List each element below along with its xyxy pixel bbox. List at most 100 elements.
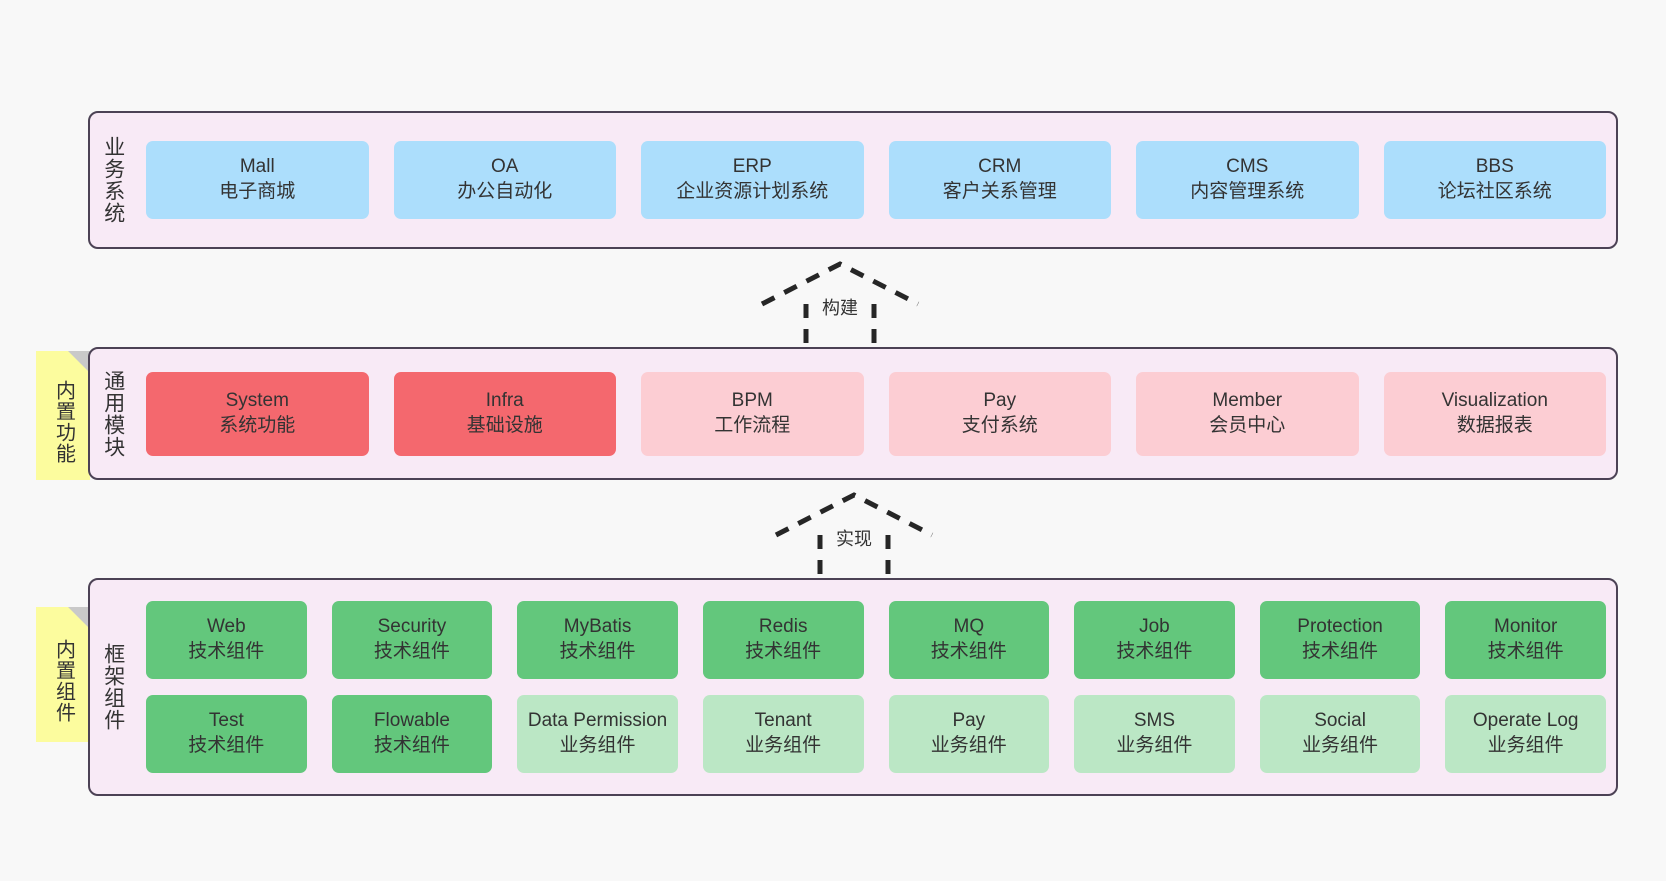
- card-subtitle: 电子商城: [219, 181, 296, 202]
- common-card-member[interactable]: Member 会员中心: [1136, 371, 1359, 456]
- framework-card-sms[interactable]: SMS 业务组件: [1074, 695, 1235, 773]
- framework-card-mybatis[interactable]: MyBatis 技术组件: [517, 601, 678, 679]
- card-subtitle: 系统功能: [219, 414, 296, 436]
- card-subtitle: 企业资源计划系统: [676, 181, 829, 202]
- business-card-crm[interactable]: CRM 客户关系管理: [888, 141, 1111, 219]
- card-subtitle: 业务组件: [930, 735, 1007, 756]
- framework-card-protection[interactable]: Protection 技术组件: [1259, 601, 1421, 679]
- card-subtitle: 支付系统: [961, 414, 1038, 436]
- card-title: Member: [1212, 389, 1283, 411]
- framework-card-data-permission[interactable]: Data Permission 业务组件: [517, 695, 678, 773]
- card-subtitle: 技术组件: [930, 641, 1007, 662]
- build-arrow-label: 构建: [822, 298, 858, 318]
- business-card-mall[interactable]: Mall 电子商城: [146, 141, 369, 219]
- framework-card-social[interactable]: Social 业务组件: [1259, 695, 1421, 773]
- card-subtitle: 论坛社区系统: [1437, 181, 1552, 202]
- business-card-bbs[interactable]: BBS 论坛社区系统: [1383, 141, 1606, 219]
- card-title: Visualization: [1441, 389, 1548, 411]
- business-system-row: Mall 电子商城 OA 办公自动化 ERP 企业资源计划系统 CRM 客户关系管理 CMS 内容…: [146, 141, 1606, 219]
- layer-common-module[interactable]: 通用模块 System 系统功能 Infra 基础设施 BPM 工作流程 Pay 支付系统 Me…: [88, 347, 1618, 480]
- common-card-bpm[interactable]: BPM 工作流程: [641, 371, 864, 456]
- layer-framework-component-title: 框架组件: [101, 643, 125, 731]
- card-title: BBS: [1475, 156, 1514, 178]
- layer-business-system[interactable]: 业务系统 Mall 电子商城 OA 办公自动化 ERP 企业资源计划系统 CRM 客户关系管理…: [88, 111, 1618, 249]
- card-title: Social: [1314, 710, 1366, 732]
- sticky-fold-corner: [68, 351, 90, 373]
- card-subtitle: 技术组件: [373, 735, 450, 756]
- card-title: ERP: [732, 156, 772, 178]
- card-title: CRM: [978, 156, 1022, 178]
- card-title: Test: [208, 710, 244, 732]
- sticky-note-builtin-component: 内置组件: [36, 607, 90, 742]
- common-card-infra[interactable]: Infra 基础设施: [393, 371, 616, 456]
- card-subtitle: 技术组件: [1302, 641, 1379, 662]
- card-title: System: [225, 389, 289, 411]
- card-subtitle: 技术组件: [373, 641, 450, 662]
- implement-arrow-label: 实现: [836, 529, 872, 549]
- card-subtitle: 业务组件: [745, 735, 822, 756]
- card-title: Web: [206, 616, 246, 638]
- card-title: Pay: [983, 389, 1017, 411]
- card-subtitle: 业务组件: [1302, 735, 1379, 756]
- business-card-cms[interactable]: CMS 内容管理系统: [1136, 141, 1359, 219]
- card-title: Monitor: [1494, 616, 1558, 638]
- card-subtitle: 技术组件: [559, 641, 636, 662]
- sticky-fold-corner: [68, 607, 90, 629]
- card-title: MyBatis: [563, 616, 632, 638]
- card-subtitle: 业务组件: [559, 735, 636, 756]
- business-system-card-row: Mall 电子商城 OA 办公自动化 ERP 企业资源计划系统 CRM 客户关系管理 CMS 内容…: [136, 113, 1616, 247]
- framework-card-redis[interactable]: Redis 技术组件: [702, 601, 864, 679]
- common-module-card-row: System 系统功能 Infra 基础设施 BPM 工作流程 Pay 支付系统 Member 会…: [136, 349, 1616, 478]
- card-subtitle: 客户关系管理: [942, 181, 1057, 202]
- common-card-pay[interactable]: Pay 支付系统: [888, 371, 1111, 456]
- card-subtitle: 基础设施: [466, 414, 543, 436]
- card-subtitle: 业务组件: [1116, 735, 1193, 756]
- card-title: Data Permission: [527, 710, 668, 732]
- card-title: Mall: [239, 156, 275, 178]
- card-title: Redis: [758, 616, 808, 638]
- framework-card-flowable[interactable]: Flowable 技术组件: [331, 695, 493, 773]
- framework-card-job[interactable]: Job 技术组件: [1074, 601, 1235, 679]
- card-subtitle: 工作流程: [714, 414, 791, 436]
- framework-card-test[interactable]: Test 技术组件: [146, 695, 307, 773]
- layer-common-module-title: 通用模块: [101, 369, 125, 458]
- card-subtitle: 技术组件: [188, 641, 265, 662]
- framework-card-web[interactable]: Web 技术组件: [146, 601, 307, 679]
- card-title: Pay: [952, 710, 986, 732]
- card-title: Flowable: [373, 710, 450, 732]
- card-title: SMS: [1133, 710, 1176, 732]
- card-title: MQ: [953, 616, 985, 638]
- card-title: Protection: [1297, 616, 1383, 638]
- card-title: Job: [1139, 616, 1170, 638]
- card-subtitle: 会员中心: [1209, 414, 1286, 436]
- card-subtitle: 数据报表: [1456, 414, 1533, 436]
- card-subtitle: 内容管理系统: [1190, 181, 1305, 202]
- card-title: CMS: [1226, 156, 1269, 178]
- sticky-note-builtin-feature-label: 内置功能: [52, 379, 75, 464]
- card-subtitle: 技术组件: [1116, 641, 1193, 662]
- card-title: Infra: [485, 389, 524, 411]
- framework-card-pay[interactable]: Pay 业务组件: [888, 695, 1050, 773]
- implement-arrow: 实现: [774, 489, 934, 586]
- build-arrow: 构建: [760, 258, 920, 355]
- business-card-erp[interactable]: ERP 企业资源计划系统: [641, 141, 864, 219]
- card-subtitle: 办公自动化: [457, 181, 553, 202]
- layer-business-system-title: 业务系统: [101, 136, 125, 224]
- card-subtitle: 技术组件: [745, 641, 822, 662]
- card-subtitle: 技术组件: [188, 735, 265, 756]
- card-title: BPM: [731, 389, 773, 411]
- framework-card-mq[interactable]: MQ 技术组件: [888, 601, 1050, 679]
- business-card-oa[interactable]: OA 办公自动化: [393, 141, 616, 219]
- card-title: OA: [491, 156, 519, 178]
- common-card-system[interactable]: System 系统功能: [146, 371, 369, 456]
- common-card-visualization[interactable]: Visualization 数据报表: [1383, 371, 1606, 456]
